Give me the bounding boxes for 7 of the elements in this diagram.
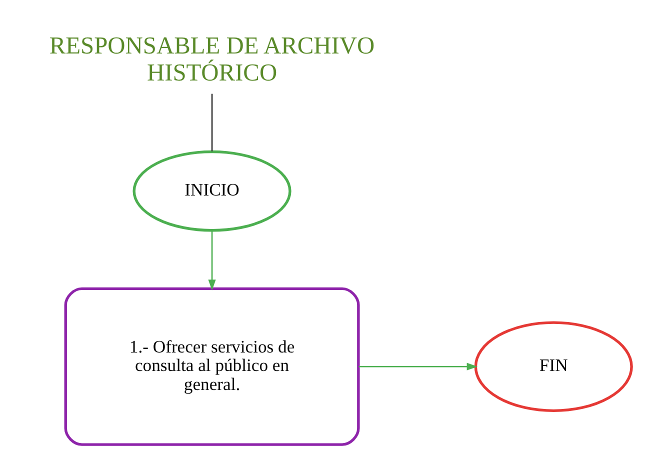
node-ellipse: INICIO — [132, 150, 292, 232]
node-ellipse: FIN — [474, 321, 633, 412]
connector — [211, 94, 213, 152]
node-text: RESPONSABLE DE ARCHIVO HISTÓRICO — [49, 32, 375, 86]
node-box: 1.- Ofrecer servicios de consulta al público en general. — [64, 287, 360, 446]
arrow — [358, 362, 478, 370]
arrow — [208, 230, 216, 290]
